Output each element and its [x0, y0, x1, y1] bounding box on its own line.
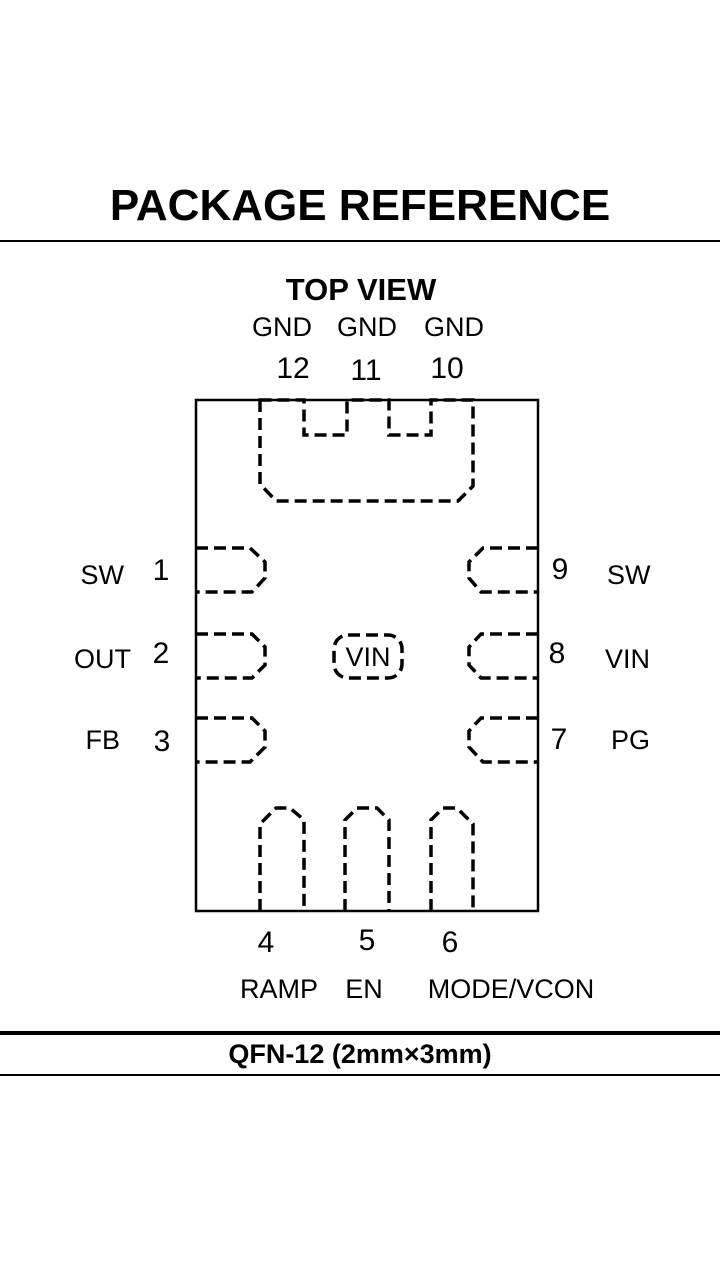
package-name-bottom-divider [0, 1074, 720, 1076]
pin-12-name: GND [252, 312, 312, 342]
package-name-top-divider [0, 1031, 720, 1035]
pin-7-number: 7 [551, 723, 568, 756]
center-vin-pad [332, 633, 404, 680]
pin-6-number: 6 [442, 926, 459, 959]
pin-9-pad [467, 546, 538, 594]
pin-1-name: SW [81, 560, 125, 590]
gnd-pad-pins-10-12 [258, 398, 475, 503]
center-pad-label: VIN [345, 642, 390, 672]
pin-11-name: GND [337, 312, 397, 342]
pin-4-pad [258, 806, 306, 911]
pin-2-name: OUT [74, 644, 131, 674]
pin-12-number: 12 [276, 352, 309, 385]
pin-8-name: VIN [605, 644, 650, 674]
pin-10-name: GND [424, 312, 484, 342]
pin-5-name: EN [345, 974, 383, 1004]
pin-1-number: 1 [153, 554, 170, 587]
pin-9-name: SW [607, 560, 651, 590]
pin-11-number: 11 [350, 354, 381, 387]
pin-3-pad [196, 716, 267, 764]
pin-6-pad [429, 806, 475, 911]
pin-3-number: 3 [154, 725, 171, 758]
pin-2-pad [196, 632, 267, 680]
package-body [194, 398, 540, 913]
pin-8-number: 8 [549, 637, 566, 670]
package-name: QFN-12 (2mm×3mm) [228, 1039, 492, 1069]
top-divider [0, 240, 720, 242]
pin-4-name: RAMP [240, 974, 318, 1004]
pin-6-name: MODE/VCON [428, 974, 595, 1004]
pin-4-number: 4 [258, 926, 275, 959]
pin-5-pad [343, 806, 391, 911]
pin-7-name: PG [611, 725, 650, 755]
pin-10-number: 10 [430, 352, 463, 385]
view-label: TOP VIEW [286, 272, 437, 307]
page-title: PACKAGE REFERENCE [109, 181, 611, 230]
pin-2-number: 2 [153, 637, 170, 670]
pin-9-number: 9 [552, 553, 569, 586]
pin-8-pad [467, 632, 538, 680]
pin-5-number: 5 [359, 924, 376, 957]
pin-1-pad [196, 546, 267, 594]
pin-3-name: FB [85, 725, 120, 755]
pin-7-pad [467, 716, 538, 764]
